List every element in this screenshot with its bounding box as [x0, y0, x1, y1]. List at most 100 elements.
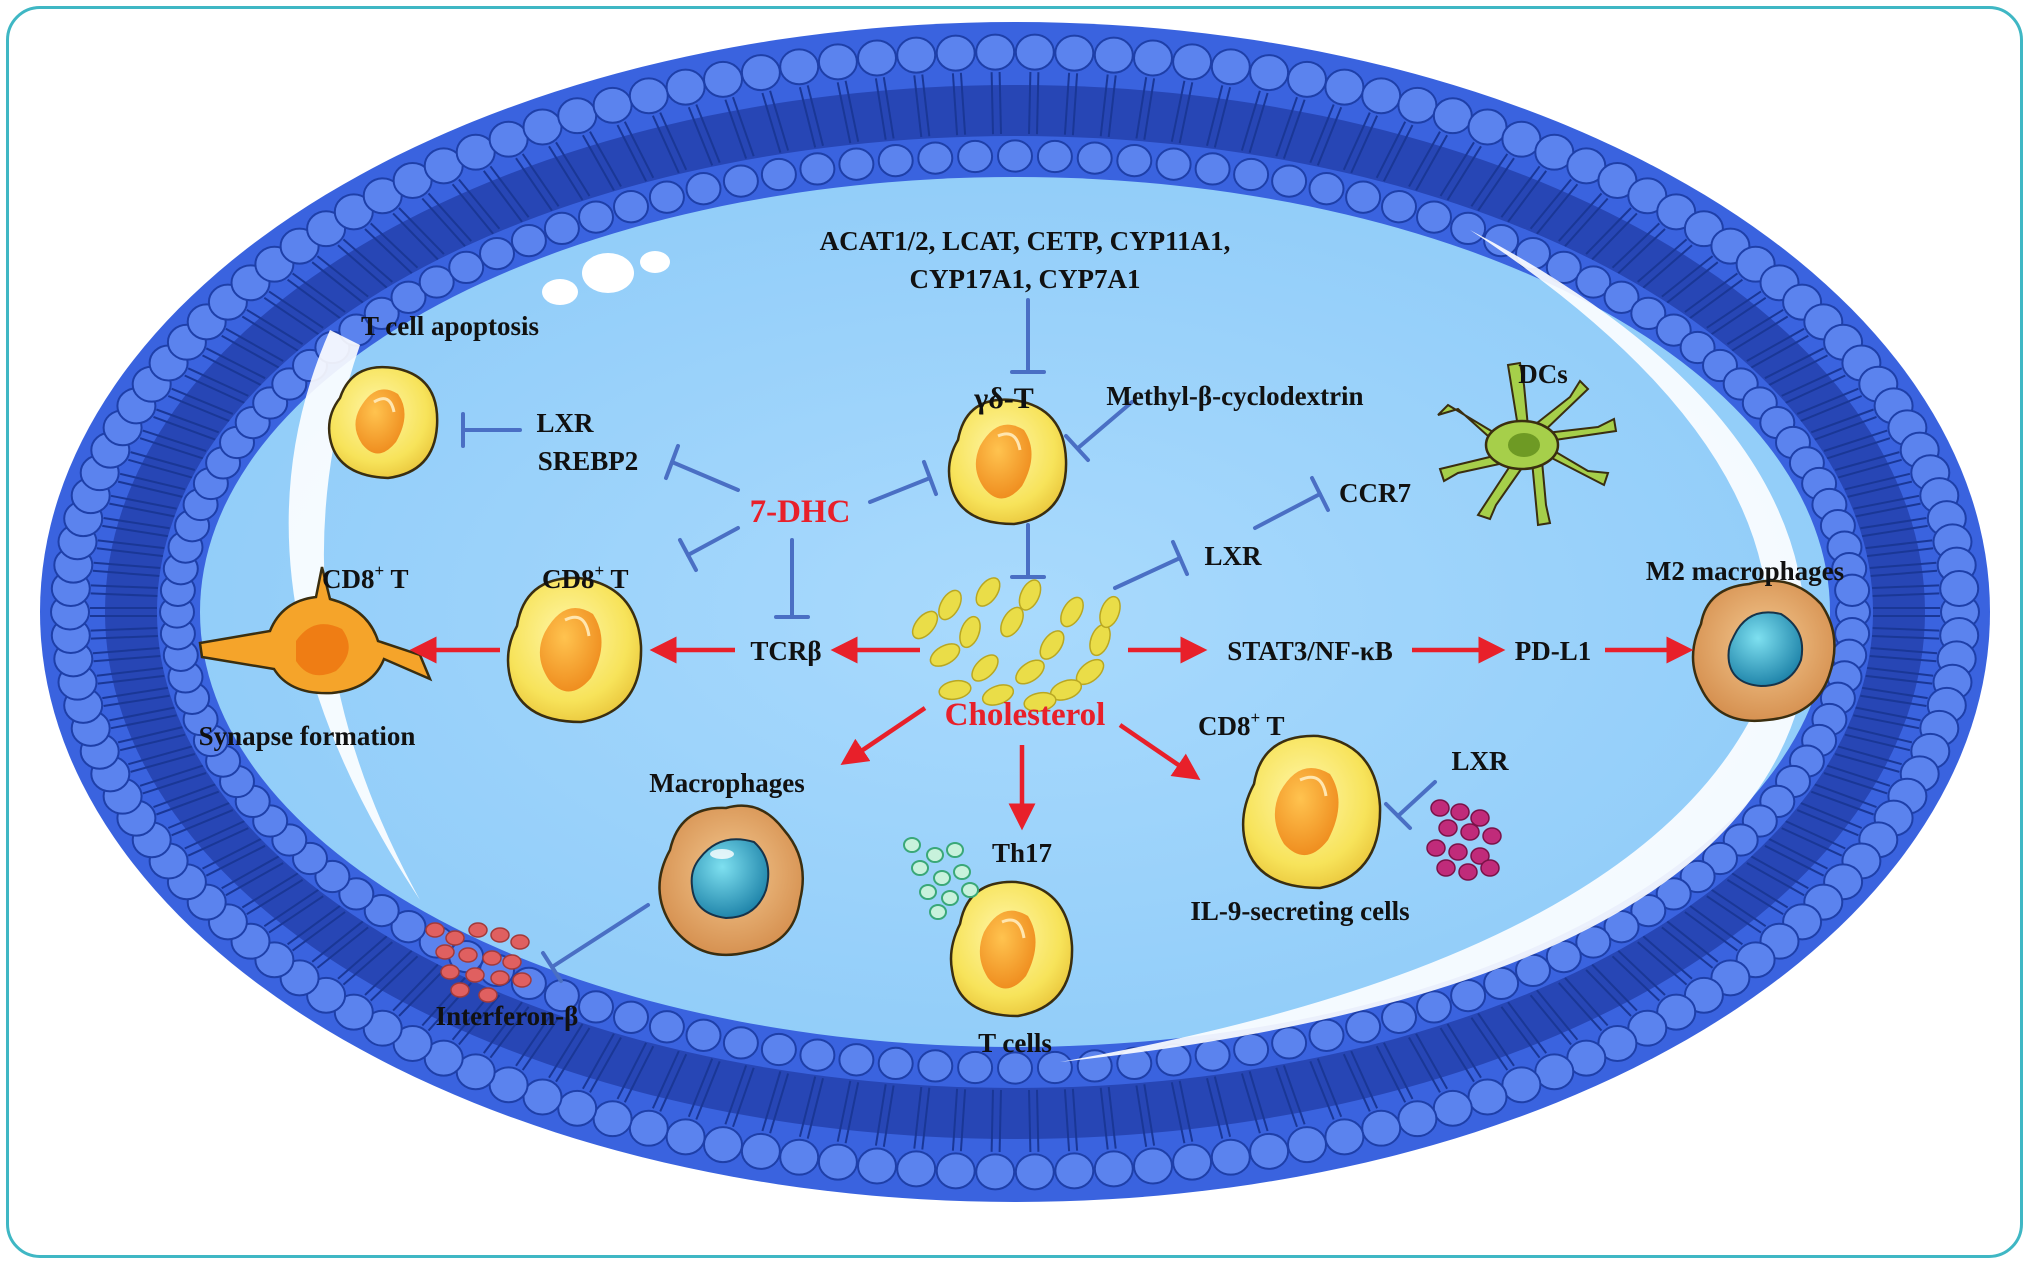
phospholipid-tail: [521, 153, 560, 207]
phospholipid-head: [760, 157, 797, 192]
phospholipid-head: [557, 1089, 598, 1127]
phospholipid-tail: [142, 429, 207, 452]
phospholipid-head: [1575, 265, 1612, 299]
phospholipid-tail: [370, 222, 419, 269]
phospholipid-tail: [1823, 772, 1888, 795]
phospholipid-tail: [1470, 1017, 1509, 1071]
phospholipid-head: [1133, 1147, 1173, 1185]
macrophages-label: Macrophages: [649, 768, 805, 798]
phospholipid-tail: [1529, 994, 1572, 1046]
phospholipid-head: [1397, 86, 1438, 124]
lxr-particle: [1480, 859, 1500, 877]
interferon-particle: [510, 934, 530, 950]
phospholipid-tail: [1071, 1088, 1079, 1151]
th17-particle: [946, 842, 964, 858]
phospholipid-head: [857, 39, 897, 77]
phospholipid-head: [613, 190, 649, 224]
phospholipid-head: [1603, 280, 1640, 314]
phospholipid-tail: [798, 1076, 817, 1138]
phospholipid-tail: [1350, 115, 1379, 174]
phospholipid-head: [1093, 36, 1134, 74]
phospholipid-tail: [1869, 655, 1937, 663]
phospholipid-head: [1233, 1032, 1270, 1067]
inhibit-lxr-to-il9: [1384, 780, 1437, 830]
phospholipid-tail: [687, 106, 714, 166]
phospholipid-tail: [1710, 296, 1767, 336]
phospholipid-head: [1308, 1018, 1345, 1052]
phospholipid-head: [1014, 1153, 1055, 1191]
phospholipid-tail: [184, 374, 246, 404]
phospholipid-head: [799, 152, 836, 186]
phospholipid-head: [740, 54, 781, 92]
phospholipid-tail: [1731, 315, 1789, 352]
phospholipid-head: [1432, 1089, 1473, 1127]
cd8-label-mid: CD8+ T: [542, 561, 628, 594]
phospholipid-tail: [103, 694, 170, 707]
phospholipid-head: [1381, 190, 1417, 224]
tcrb-label: TCRβ: [750, 636, 821, 666]
phospholipid-tail: [1781, 367, 1843, 397]
phospholipid-tail: [171, 387, 234, 415]
cholesterol-particle: [1039, 630, 1065, 660]
lxr-particle: [1430, 799, 1450, 817]
phospholipid-tail: [724, 99, 748, 159]
enzymes-label-line1: ACAT1/2, LCAT, CETP, CYP11A1,: [820, 226, 1231, 256]
phospholipid-tail: [1240, 90, 1261, 151]
phospholipid-heads-outer: [50, 33, 1980, 1191]
phospholipid-tail: [1170, 80, 1186, 142]
phospholipid-tail: [1564, 977, 1609, 1027]
t-cell-bottom: [949, 880, 1074, 1018]
phospholipid-head: [1939, 570, 1980, 607]
phospholipid-tail: [1706, 895, 1762, 934]
phospholipid-head: [1210, 48, 1251, 86]
phospholipid-head: [578, 200, 614, 234]
interferon-particle: [512, 972, 532, 988]
phospholipid-tail: [1415, 134, 1448, 191]
phospholipid-head: [917, 141, 954, 175]
phospholipid-head: [1133, 39, 1173, 77]
phospholipid-tail: [515, 157, 553, 212]
phospholipid-tail: [1764, 347, 1825, 380]
phospholipid-tail: [102, 524, 169, 538]
phospholipid-tail: [1383, 1042, 1414, 1100]
phospholipid-tail: [555, 1027, 591, 1083]
phospholipid-head: [1467, 108, 1508, 146]
interferon-particle: [435, 944, 455, 960]
phospholipid-tail: [1206, 85, 1224, 146]
phospholipid-head: [1483, 223, 1520, 258]
phospholipid-head: [557, 97, 598, 135]
phospholipid-tail: [90, 584, 158, 589]
dendritic-cell: [1437, 361, 1618, 527]
enzymes-label-line2: CYP17A1, CYP7A1: [910, 264, 1141, 294]
phospholipid-tail: [139, 437, 204, 460]
phospholipid-tail: [103, 517, 170, 530]
phospholipid-tail: [1178, 1080, 1194, 1142]
phospholipid-head: [1249, 1132, 1290, 1170]
th17-particle: [903, 837, 921, 853]
phospholipid-head: [648, 180, 685, 214]
phospholipid-tail: [1834, 753, 1900, 773]
phospholipid-tail: [1383, 124, 1414, 182]
phospholipid-head: [648, 1010, 685, 1044]
phospholipid-tail: [92, 569, 160, 577]
phospholipid-tail: [1837, 745, 1902, 766]
phospholipid-head: [628, 1109, 669, 1147]
phospholipid-head: [1345, 1010, 1382, 1044]
inhibit-7dhc-to-tcrb: [774, 538, 810, 619]
phospholipid-tail: [616, 124, 647, 182]
cd8-t-cell-right: [1241, 734, 1382, 890]
phospholipid-tail: [1316, 106, 1343, 166]
lxr-particle: [1450, 803, 1470, 821]
inhibit-7dhc-to-gdt: [868, 460, 938, 504]
phospholipid-head: [1287, 60, 1327, 98]
phospholipid-tail: [246, 879, 304, 916]
phospholipid-tail: [1844, 733, 1911, 752]
phospholipid-head: [838, 1043, 875, 1077]
phospholipid-tail: [1684, 272, 1738, 313]
phospholipid-tail: [1342, 112, 1371, 171]
phospholipid-tail: [806, 85, 824, 146]
phospholipid-tail: [1800, 395, 1863, 423]
phospholipid-tail: [1439, 141, 1475, 197]
inhibit-lxr-to-ccr7: [1253, 476, 1330, 530]
